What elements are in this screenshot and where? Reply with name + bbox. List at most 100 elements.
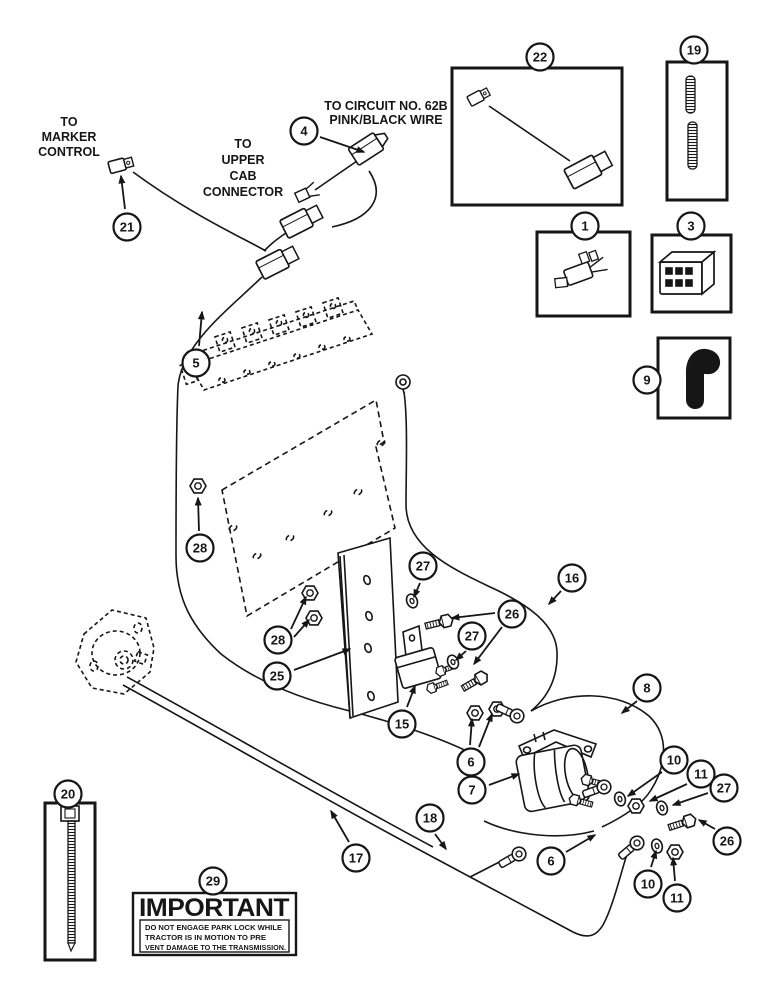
callout-number: 9 xyxy=(643,373,650,388)
callout-18: 18 xyxy=(415,803,447,851)
cable-tie-20 xyxy=(60,805,80,953)
callout-10: 10 xyxy=(626,745,689,797)
callout-circle xyxy=(686,759,716,789)
callout-leader-arrow xyxy=(293,618,310,638)
nut-28b xyxy=(301,585,319,601)
connector-block-3 xyxy=(657,250,717,296)
label-upper-cab-line4: CONNECTOR xyxy=(203,185,283,199)
nut-11a xyxy=(627,798,645,814)
callout-number: 27 xyxy=(416,559,430,574)
callout-leader-arrow xyxy=(650,849,658,868)
nut-11b xyxy=(666,844,684,860)
wire-branch-terminal xyxy=(314,160,358,191)
part-box-22 xyxy=(450,66,624,207)
bolt-26c xyxy=(459,668,491,695)
mounting-plate-25 xyxy=(337,536,399,720)
callout-leader-arrow xyxy=(450,612,496,621)
callout-27: 27 xyxy=(408,551,438,599)
callout-circle xyxy=(198,866,228,896)
callout-circle xyxy=(633,869,663,899)
callout-number: 6 xyxy=(467,755,474,770)
callout-number: 16 xyxy=(565,571,579,586)
important-line2: TRACTOR IS IN MOTION TO PRE xyxy=(145,933,266,942)
nut-28a xyxy=(189,478,207,494)
diagram-text-labels: TO MARKER CONTROL TO UPPER CAB CONNECTOR… xyxy=(38,99,448,952)
callout-number: 11 xyxy=(670,891,684,906)
callout-circle xyxy=(408,551,438,581)
terminal-1 xyxy=(554,249,608,289)
callout-22: 22 xyxy=(525,42,555,72)
callout-15: 15 xyxy=(387,684,417,739)
callout-8: 8 xyxy=(620,673,662,714)
callout-circle xyxy=(181,348,211,378)
callout-28: 28 xyxy=(263,595,310,655)
callout-circle xyxy=(112,212,142,242)
washer-27a xyxy=(403,591,421,611)
callout-26: 26 xyxy=(697,819,742,856)
circuit-breaker-15 xyxy=(394,624,459,695)
wire-18-loop xyxy=(428,850,629,937)
callout-leader-arrow xyxy=(197,310,205,347)
callout-leader-arrow xyxy=(670,856,678,882)
callout-11: 11 xyxy=(648,759,716,802)
label-to-marker-line2: MARKER xyxy=(42,130,97,144)
label-to-marker-line1: TO xyxy=(60,115,77,129)
callout-number: 18 xyxy=(423,811,437,826)
callout-27: 27 xyxy=(454,621,487,662)
wire-link xyxy=(263,232,287,252)
callout-number: 19 xyxy=(687,43,701,58)
callout-number: 10 xyxy=(667,753,681,768)
callout-leader-arrow xyxy=(626,771,663,797)
callout-circle xyxy=(525,42,555,72)
callout-leader-arrow xyxy=(290,595,307,630)
callout-circle xyxy=(415,803,445,833)
callout-circle xyxy=(662,883,692,913)
terminal-block xyxy=(179,296,374,391)
eyelet-18 xyxy=(614,832,648,864)
callout-leader-arrow xyxy=(454,650,467,662)
callout-leader-arrow xyxy=(330,809,350,843)
washer-27c xyxy=(654,798,670,818)
callout-circle xyxy=(632,673,662,703)
bolt-26a xyxy=(423,612,456,633)
callout-1: 1 xyxy=(570,211,600,241)
callout-leader-arrow xyxy=(319,136,366,153)
inline-connector-upper xyxy=(278,201,326,240)
callout-number: 10 xyxy=(641,877,655,892)
callout-leader-arrow xyxy=(118,174,126,210)
callout-number: 5 xyxy=(192,356,199,371)
part-boxes xyxy=(43,60,733,962)
callout-leader-arrow xyxy=(488,773,521,786)
callout-number: 7 xyxy=(468,783,475,798)
callout-circle xyxy=(457,775,487,805)
callout-number: 27 xyxy=(465,629,479,644)
callout-circle xyxy=(185,533,215,563)
callout-number: 28 xyxy=(271,633,285,648)
callout-19: 19 xyxy=(679,35,709,65)
washer-10a xyxy=(612,789,628,809)
wire-18 xyxy=(122,684,430,856)
callout-29: 29 xyxy=(198,866,228,896)
label-upper-cab-line3: CAB xyxy=(229,169,256,183)
callout-number: 3 xyxy=(687,219,694,234)
callout-number: 22 xyxy=(533,50,547,65)
callout-25: 25 xyxy=(262,648,352,691)
wire-to-marker-control xyxy=(132,171,267,252)
circuit-62b-connector xyxy=(347,132,389,166)
callout-leader-arrow xyxy=(478,712,493,748)
callout-6: 6 xyxy=(536,834,597,876)
wire-from-eyelet xyxy=(483,820,595,837)
part-box-29-inner xyxy=(139,919,290,953)
eyelet-6c xyxy=(495,843,530,872)
callout-circle xyxy=(536,846,566,876)
callout-circle xyxy=(570,211,600,241)
ring-terminal-top xyxy=(395,374,411,394)
callout-leader-arrow xyxy=(648,783,688,802)
callout-circle xyxy=(341,843,371,873)
flange-housing xyxy=(75,609,155,695)
callout-number: 15 xyxy=(395,717,409,732)
callout-21: 21 xyxy=(112,174,142,242)
callout-10: 10 xyxy=(633,849,663,899)
callout-4: 4 xyxy=(289,116,366,153)
wire-17 xyxy=(126,676,434,848)
